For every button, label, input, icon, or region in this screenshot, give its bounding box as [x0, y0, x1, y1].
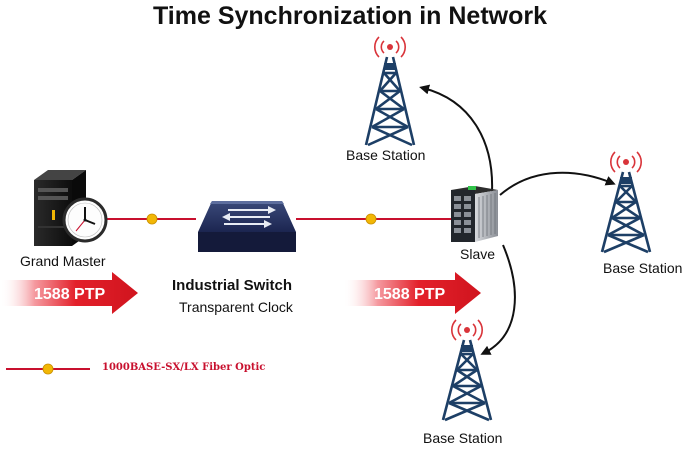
base-station-top-label: Base Station — [346, 147, 426, 163]
ptp-arrow-left: 1588 PTP — [0, 272, 138, 314]
ptp-arrow-left-label: 1588 PTP — [34, 286, 105, 303]
legend-label: 1000BASE-SX/LX Fiber Optic — [102, 362, 266, 373]
ptp-arrow-right: 1588 PTP — [343, 272, 481, 314]
slave-label: Slave — [460, 246, 496, 262]
base-station-bottom-label: Base Station — [423, 430, 503, 446]
slave-device-icon — [451, 186, 498, 242]
base-station-right-icon — [600, 151, 652, 254]
clock-icon — [62, 197, 108, 243]
fiber-link-master-switch — [104, 213, 196, 225]
grand-master-label: Grand Master — [20, 253, 106, 269]
fiber-connector — [365, 213, 377, 225]
sync-arrow-right — [499, 171, 616, 196]
sync-arrow-top — [419, 84, 494, 193]
fiber-connector — [146, 213, 158, 225]
base-station-top-icon — [364, 36, 416, 147]
switch-name-label: Industrial Switch — [172, 277, 293, 294]
base-station-bottom-icon — [441, 319, 493, 422]
fiber-link-switch-slave — [296, 213, 452, 225]
diagram-title: Time Synchronization in Network — [152, 2, 548, 30]
legend-connector-icon — [42, 363, 54, 375]
switch-role-label: Transparent Clock — [179, 299, 293, 315]
industrial-switch-icon — [198, 201, 296, 252]
sync-arrow-bottom — [480, 244, 516, 355]
ptp-arrow-right-label: 1588 PTP — [374, 286, 445, 303]
base-station-right-label: Base Station — [603, 260, 683, 276]
legend-fiber-line — [6, 363, 90, 375]
